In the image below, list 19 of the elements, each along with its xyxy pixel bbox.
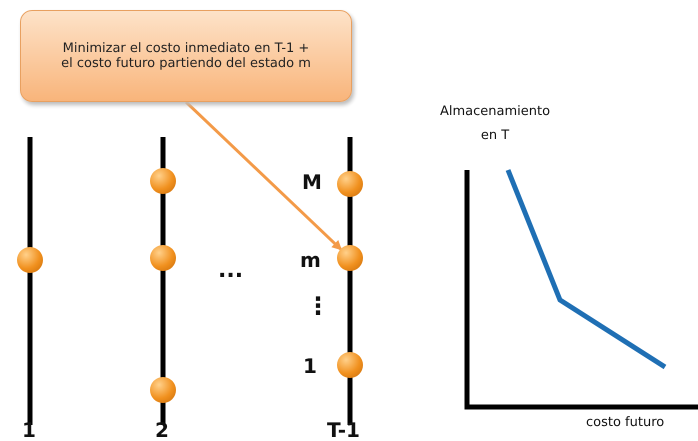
state-label: 1 [303,354,317,378]
state-dot [17,247,43,273]
arrow [184,100,342,250]
state-dot [150,245,176,271]
state-dot [150,168,176,194]
state-dot [337,171,363,197]
stage-number: T-1 [327,418,360,441]
state-label: M [302,170,322,194]
callout-box: Minimizar el costo inmediato en T-1 + el costo futuro partiendo del estado m [20,10,352,102]
state-label: m [300,248,321,272]
axis-label: costo futuro [586,415,664,430]
axis-label: Almacenamiento en T [438,103,552,145]
state-dot [337,352,363,378]
ellipsis: ... [218,258,244,283]
state-dot [150,377,176,403]
ellipsis: ⋮ [306,292,330,320]
stage-number: 2 [155,418,169,441]
state-dot [337,245,363,271]
stage-number: 1 [22,418,36,441]
